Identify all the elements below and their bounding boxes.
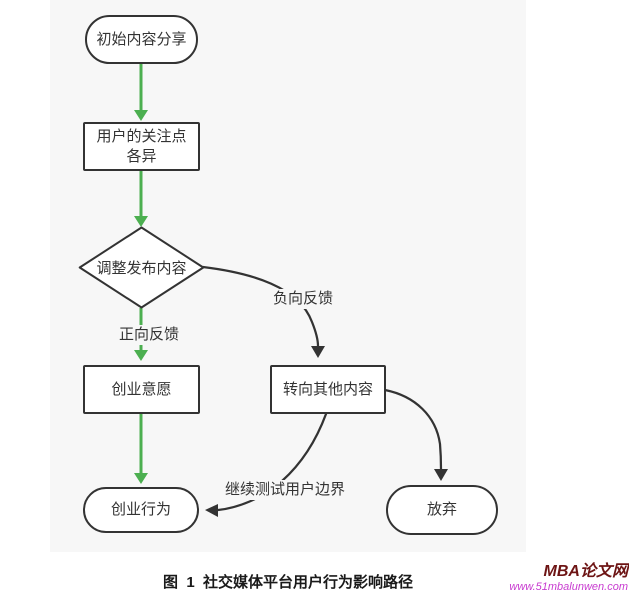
edge-label-negative-feedback: 负向反馈: [271, 289, 336, 309]
node-label: 用户的关注点 各异: [96, 127, 187, 165]
node-entrepreneurial-intention: 创业意愿: [83, 365, 200, 414]
diamond-shape: [78, 226, 205, 309]
node-label: 创业意愿: [111, 380, 172, 398]
watermark: MBA论文网 www.51mbalunwen.com: [509, 562, 628, 594]
node-give-up: 放弃: [386, 485, 498, 535]
node-label: 转向其他内容: [282, 380, 373, 398]
edge-label-continue-testing-boundaries: 继续测试用户边界: [223, 480, 348, 500]
node-adjust-published-content: 调整发布内容: [78, 226, 205, 309]
figure-caption: 图 1 社交媒体平台用户行为影响路径: [162, 574, 413, 591]
node-label: 初始内容分享: [96, 30, 187, 48]
node-label: 创业行为: [110, 501, 171, 518]
node-label: 放弃: [426, 501, 457, 518]
node-label: 调整发布内容: [96, 260, 187, 277]
node-initial-content-share: 初始内容分享: [85, 15, 198, 64]
node-user-focus-differs: 用户的关注点 各异: [83, 122, 200, 171]
edge-label-positive-feedback: 正向反馈: [117, 325, 182, 345]
node-switch-to-other-content: 转向其他内容: [270, 365, 386, 414]
node-entrepreneurial-behavior: 创业行为: [83, 487, 199, 533]
watermark-site-url: www.51mbalunwen.com: [509, 581, 628, 593]
watermark-site-name: MBA论文网: [543, 563, 628, 580]
